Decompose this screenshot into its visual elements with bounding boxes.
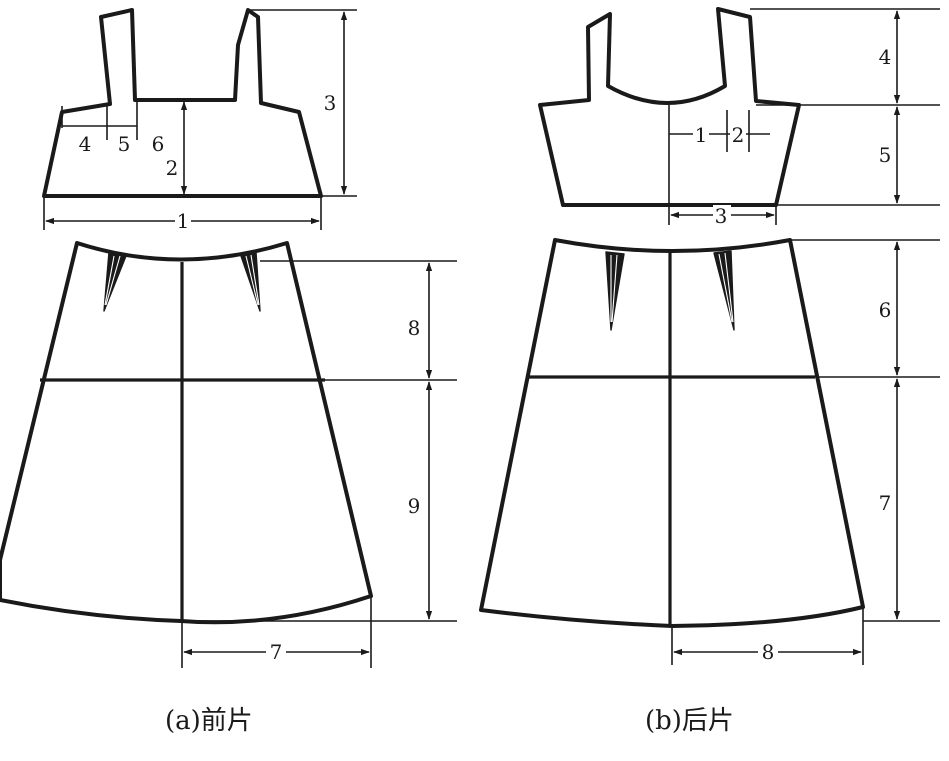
front-skirt-outline bbox=[0, 241, 373, 625]
back-dim-6: 6 bbox=[879, 298, 892, 322]
back-dart-right bbox=[713, 250, 735, 331]
front-dim-5: 5 bbox=[118, 132, 131, 156]
front-dim-1: 1 bbox=[177, 209, 190, 233]
back-dim-2: 2 bbox=[732, 123, 745, 147]
front-dim-8: 8 bbox=[408, 316, 421, 340]
back-dim-4: 4 bbox=[879, 45, 892, 69]
front-skirt-guides bbox=[181, 260, 457, 668]
front-bodice-outline bbox=[42, 8, 323, 198]
back-caption: (b)后片 bbox=[645, 706, 734, 736]
front-dim-2: 2 bbox=[166, 156, 179, 180]
front-dart-left bbox=[103, 251, 127, 312]
front-dim-4: 4 bbox=[79, 132, 92, 156]
back-dim-1: 1 bbox=[695, 123, 708, 147]
front-dim-7: 7 bbox=[270, 640, 283, 664]
front-bodice-guides bbox=[43, 9, 357, 230]
back-dim-8: 8 bbox=[762, 640, 775, 664]
front-dimension-arrows bbox=[45, 11, 433, 656]
back-bodice-outline bbox=[538, 7, 801, 207]
back-dimension-arrows bbox=[670, 10, 901, 656]
back-dart-left bbox=[605, 251, 625, 331]
front-dim-6: 6 bbox=[152, 132, 165, 156]
front-dim-3: 3 bbox=[324, 91, 337, 115]
front-dart-right bbox=[240, 251, 261, 312]
front-caption: (a)前片 bbox=[165, 706, 253, 736]
back-piece: 1 2 3 4 5 6 7 8 bbox=[479, 7, 940, 665]
back-dimension-labels: 1 2 3 4 5 6 7 8 bbox=[693, 45, 891, 664]
front-dim-9: 9 bbox=[408, 494, 421, 518]
back-skirt-guides bbox=[671, 239, 940, 665]
back-dim-7: 7 bbox=[879, 491, 892, 515]
back-dim-5: 5 bbox=[879, 143, 892, 167]
back-dim-3: 3 bbox=[715, 204, 728, 228]
front-dimension-labels: 1 2 3 4 5 6 7 8 9 bbox=[79, 91, 421, 664]
back-skirt-outline bbox=[479, 238, 865, 628]
front-piece: 1 2 3 4 5 6 7 8 9 bbox=[0, 8, 457, 668]
back-bodice-guides bbox=[668, 8, 940, 225]
